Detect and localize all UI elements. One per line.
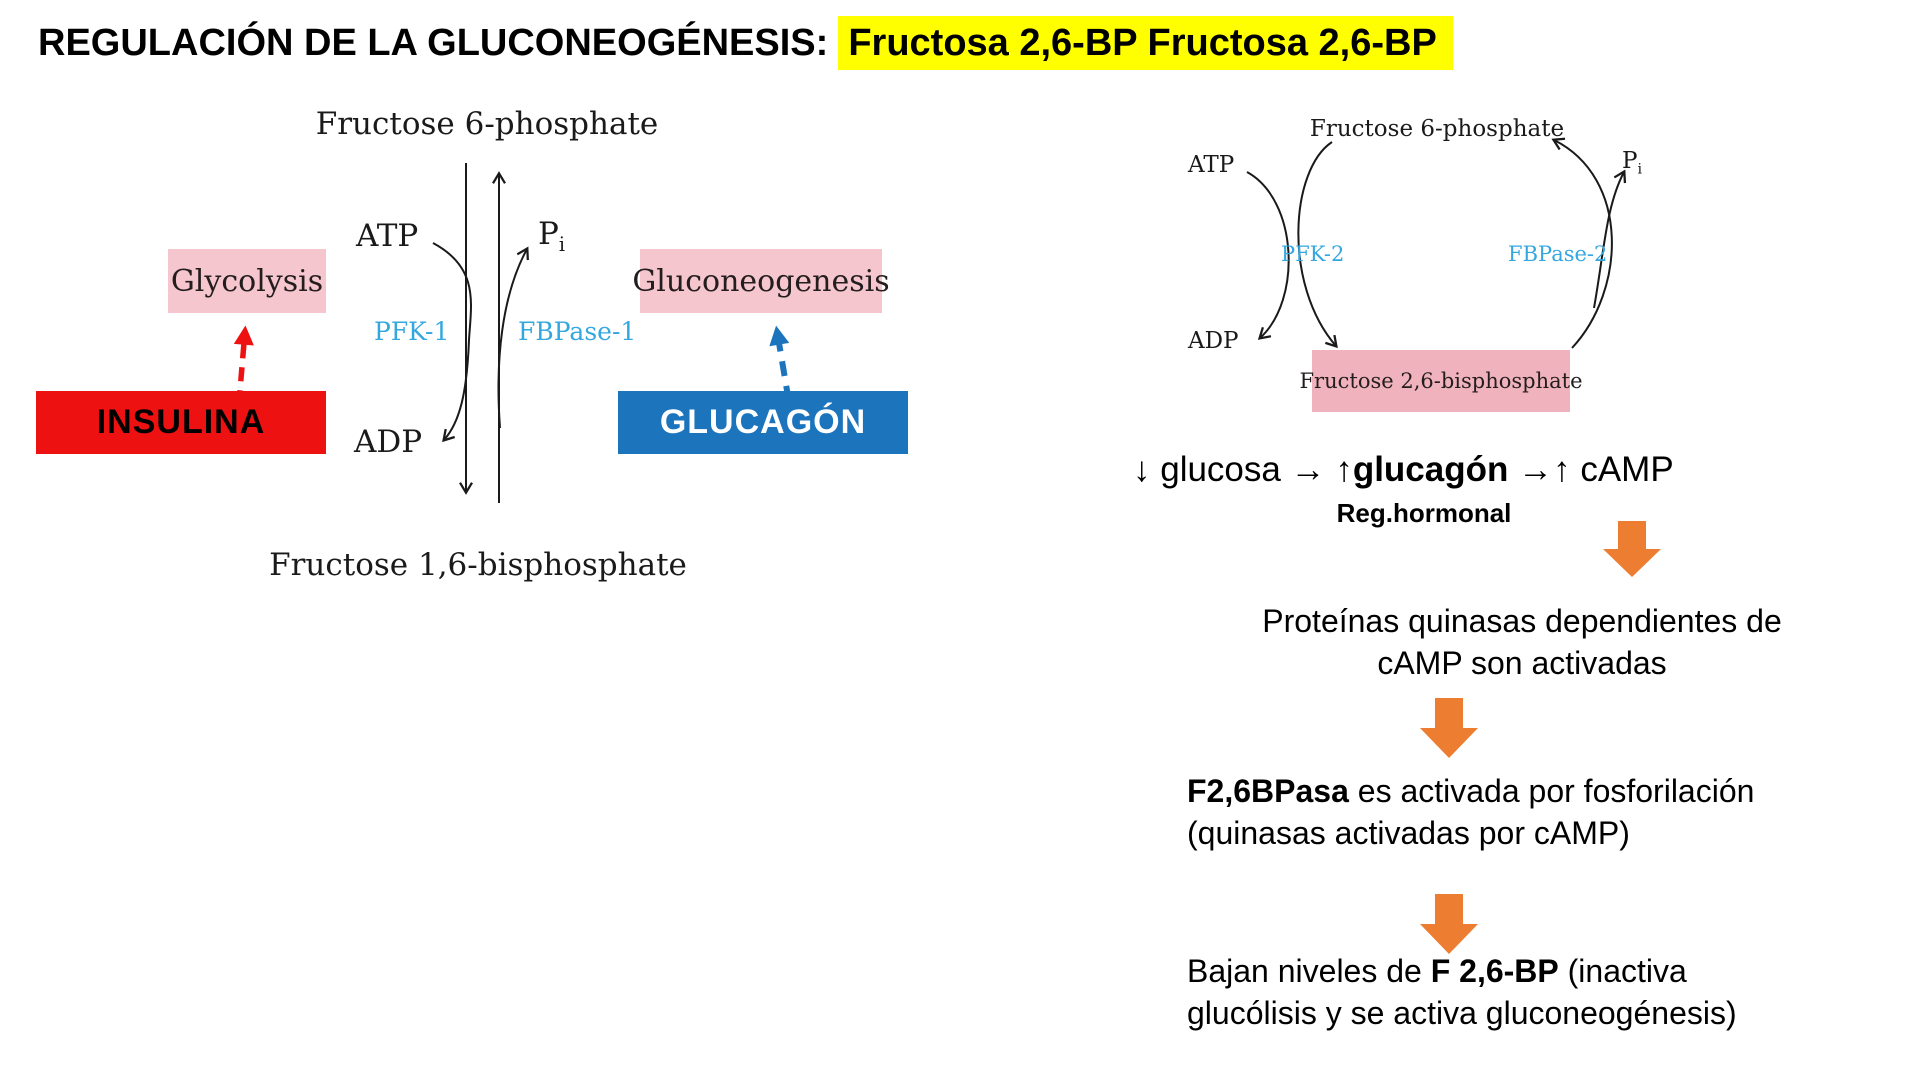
- step3-line1: Bajan niveles de F 2,6-BP (inactiva: [1187, 953, 1687, 989]
- glucagon-label: GLUCAGÓN: [659, 403, 867, 441]
- f26bpase-term: F2,6BPasa: [1187, 773, 1349, 809]
- pfk2-enzyme-label: PFK-2: [1281, 242, 1345, 266]
- fructose-16-bisphosphate-label: Fructose 1,6-bisphosphate: [269, 547, 687, 583]
- step1-line2: cAMP son activadas: [1377, 645, 1667, 681]
- gluconeogenesis-box: Gluconeogenesis: [632, 249, 890, 313]
- glucagon-box: GLUCAGÓN: [618, 391, 908, 454]
- left-adp-label: ADP: [354, 424, 423, 460]
- right-pi-label: Pi: [1622, 148, 1643, 178]
- right-arrow-1: →: [1290, 450, 1336, 489]
- hormonal-regulation-note: Reg.hormonal: [1336, 498, 1512, 528]
- right-arrow-2: →: [1518, 450, 1554, 489]
- fructose-26-bisphosphate-label: Fructose 2,6-bisphosphate: [1299, 369, 1583, 393]
- right-adp-label: ADP: [1188, 328, 1239, 354]
- step2-line1: F2,6BPasa es activada por fosforilación: [1187, 773, 1755, 809]
- gluconeogenesis-label: Gluconeogenesis: [632, 263, 890, 299]
- step2-line2: (quinasas activadas por cAMP): [1187, 815, 1630, 851]
- fbpase2-enzyme-label: FBPase-2: [1508, 242, 1608, 266]
- title-text: REGULACIÓN DE LA GLUCONEOGÉNESIS:: [38, 22, 829, 64]
- fructose-26-bisphosphate-box: Fructose 2,6-bisphosphate: [1299, 350, 1583, 412]
- step3-line2: glucólisis y se activa gluconeogénesis): [1187, 995, 1737, 1031]
- left-pi-label: Pi: [538, 216, 566, 257]
- title-highlight: Fructosa 2,6-BP Fructosa 2,6-BP: [838, 16, 1453, 70]
- right-fructose-6-phosphate-label: Fructose 6-phosphate: [1309, 116, 1565, 142]
- cascade-step-f26bpase-activated: F2,6BPasa es activada por fosforilación …: [1187, 770, 1754, 854]
- fbpase1-enzyme-label: FBPase-1: [518, 317, 637, 346]
- insulina-label: INSULINA: [96, 403, 266, 441]
- f26bp-term: F 2,6-BP: [1430, 953, 1559, 989]
- glycolysis-label: Glycolysis: [170, 263, 324, 299]
- cascade-step-protein-kinases: Proteínas quinasas dependientes de cAMP …: [1262, 600, 1782, 684]
- right-atp-label: ATP: [1188, 152, 1235, 178]
- left-atp-label: ATP: [356, 218, 419, 254]
- glucose-down-segment: ↓ glucosa: [1133, 450, 1291, 489]
- glycolysis-box: Glycolysis: [168, 249, 326, 313]
- pi-release-curve-right: [1593, 169, 1627, 309]
- page-title: REGULACIÓN DE LA GLUCONEOGÉNESIS:Fructos…: [38, 16, 1453, 70]
- step1-line1: Proteínas quinasas dependientes de: [1262, 603, 1782, 639]
- left-fructose-6-phosphate-label: Fructose 6-phosphate: [315, 106, 659, 142]
- cascade-down-arrow-2: [1420, 698, 1478, 758]
- glucose-glucagon-camp-line: ↓ glucosa → ↑glucagón →↑ cAMP: [1133, 450, 1674, 490]
- camp-up-segment: ↑ cAMP: [1553, 450, 1674, 489]
- cascade-down-arrow-1: [1603, 521, 1661, 577]
- pfk1-enzyme-label: PFK-1: [374, 317, 450, 346]
- cascade-down-arrow-3: [1420, 894, 1478, 954]
- glucagon-up-segment: ↑glucagón: [1335, 450, 1519, 489]
- cascade-step-f26bp-levels-drop: Bajan niveles de F 2,6-BP (inactiva gluc…: [1187, 950, 1737, 1034]
- insulina-box: INSULINA: [36, 391, 326, 454]
